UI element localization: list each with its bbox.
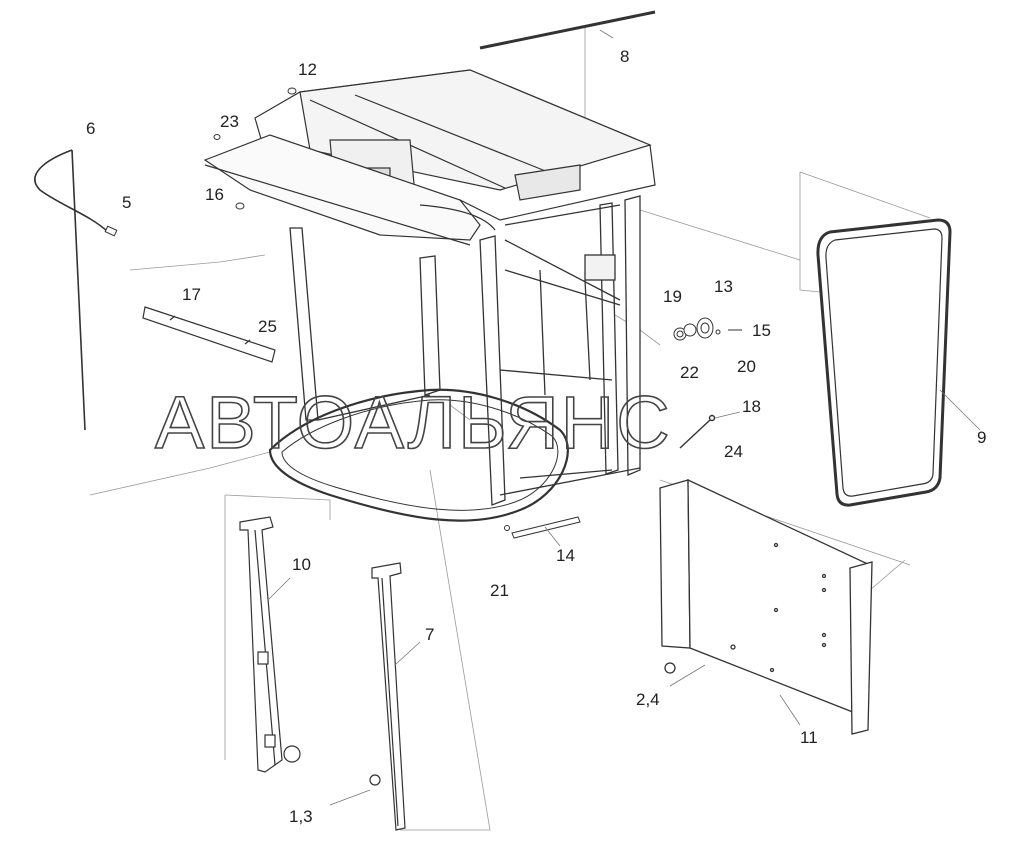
cab-frame <box>268 195 641 522</box>
cab-roof <box>203 69 656 246</box>
callout-12: 12 <box>298 60 317 79</box>
callout-13: 13 <box>714 277 733 296</box>
callout-24: 24 <box>724 442 743 461</box>
callout-7: 7 <box>425 625 434 644</box>
callout-1-3: 1,3 <box>289 807 313 826</box>
strut-part <box>679 414 716 449</box>
callout-2-4: 2,4 <box>636 690 660 709</box>
callout-16: 16 <box>205 185 224 204</box>
watermark-text: АВТОАЛЬЯНС <box>155 381 672 464</box>
callout-6: 6 <box>86 119 95 138</box>
callout-18: 18 <box>742 397 761 416</box>
callout-5: 5 <box>122 193 131 212</box>
callout-labels: 12 8 6 23 5 16 17 25 19 13 15 20 22 18 2… <box>86 47 986 826</box>
pillar-trim-right <box>369 562 406 831</box>
callout-10: 10 <box>292 555 311 574</box>
callout-8: 8 <box>620 47 629 66</box>
callout-22: 22 <box>680 363 699 382</box>
window-glass <box>816 218 952 507</box>
callout-9: 9 <box>977 428 986 447</box>
leader-lines <box>267 29 981 806</box>
callout-20: 20 <box>737 357 756 376</box>
projection-lines <box>89 25 931 831</box>
callout-15: 15 <box>752 321 771 340</box>
callout-14: 14 <box>556 546 575 565</box>
callout-23: 23 <box>220 112 239 131</box>
sill-strip <box>504 516 581 539</box>
rod-part <box>479 10 656 50</box>
callout-21: 21 <box>490 581 509 600</box>
cable-part <box>34 149 109 431</box>
trim-strips <box>142 306 276 363</box>
callout-17: 17 <box>182 285 201 304</box>
callout-19: 19 <box>663 287 682 306</box>
pillar-trim-left <box>239 516 301 773</box>
small-fasteners <box>104 87 297 237</box>
callout-11: 11 <box>800 728 818 747</box>
hinge-assembly <box>673 317 742 341</box>
callout-25: 25 <box>258 317 277 336</box>
side-panel <box>659 478 873 735</box>
